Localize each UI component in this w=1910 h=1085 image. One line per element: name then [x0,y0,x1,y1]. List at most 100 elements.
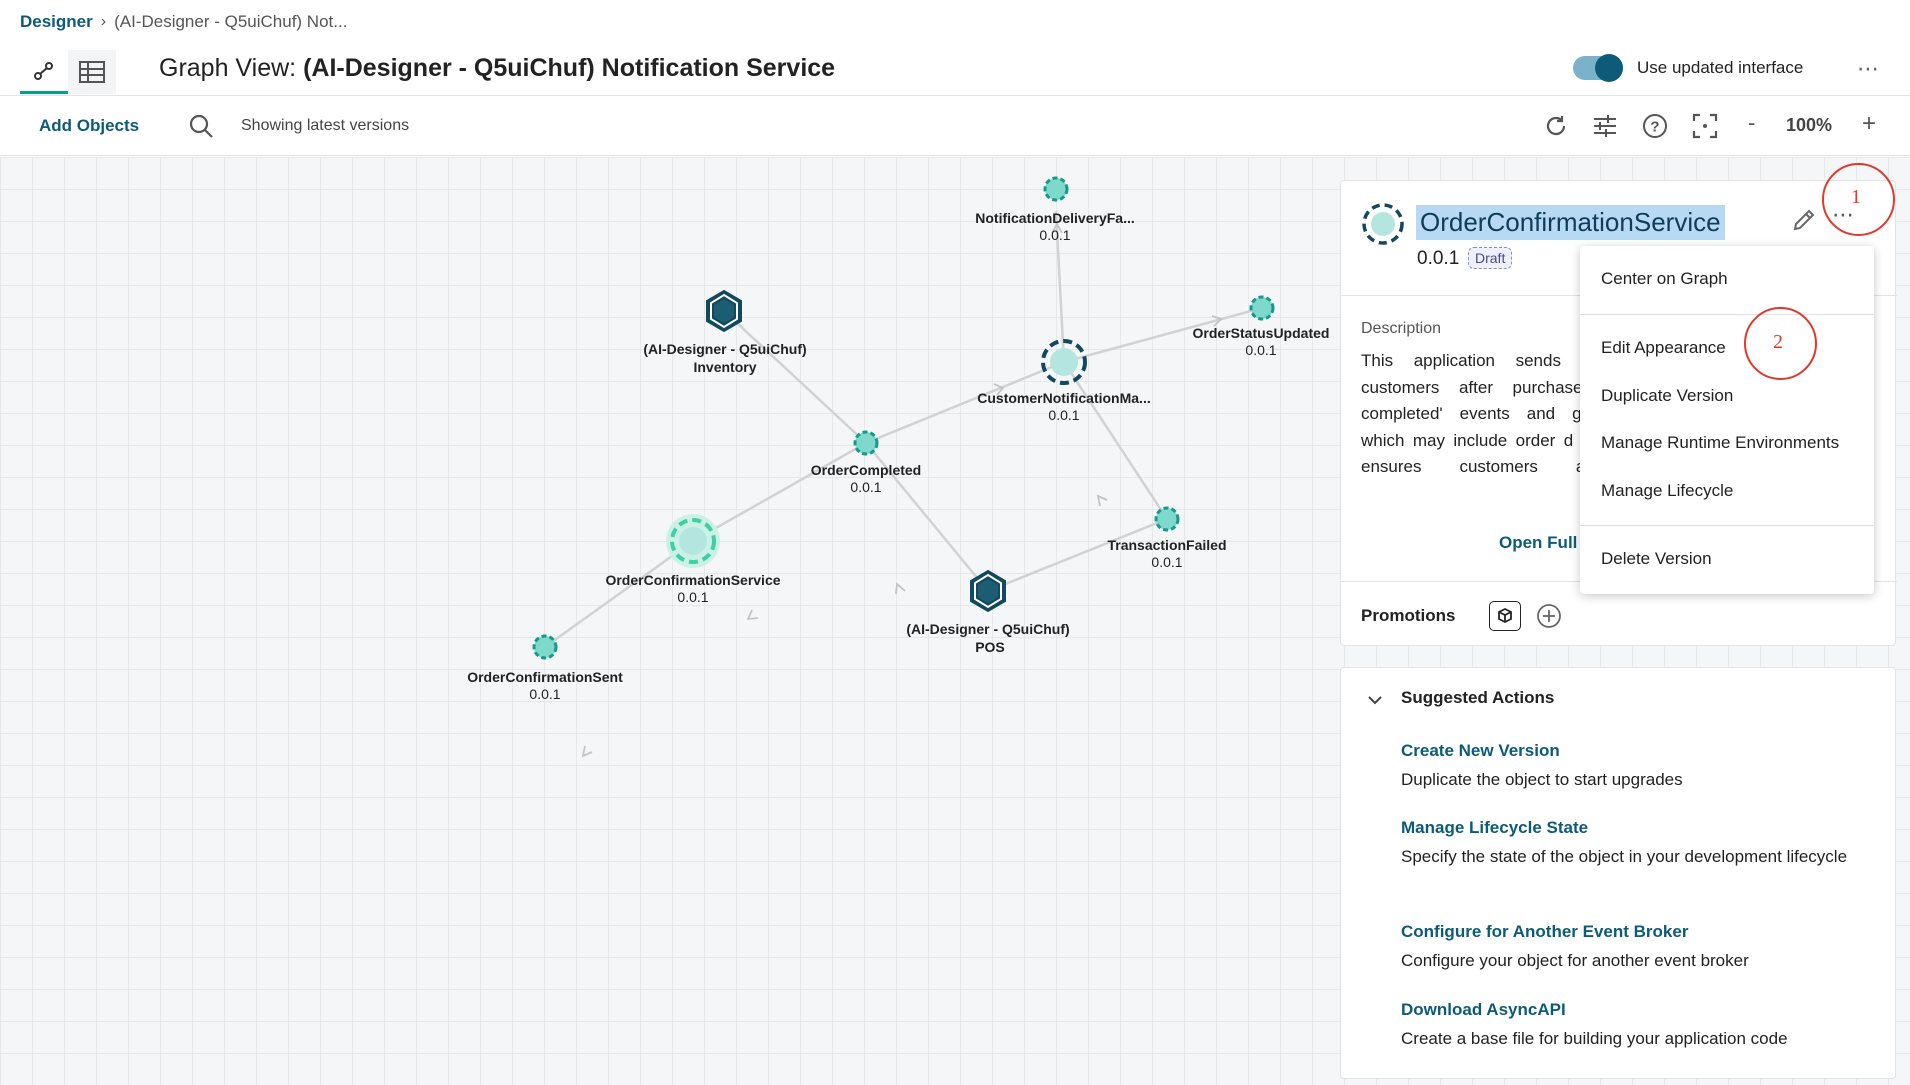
add-objects-button[interactable]: Add Objects [39,116,140,135]
page-title-name: (AI-Designer - Q5uiChuf) Notification Se… [303,54,836,82]
node-label: OrderConfirmationService [605,572,780,588]
node-customer-notification-manager[interactable]: CustomerNotificationMa... 0.0.1 [977,339,1151,423]
node-label: OrderCompleted [811,462,921,478]
fit-to-screen-icon[interactable] [1692,113,1718,139]
breadcrumb-designer-link[interactable]: Designer [20,12,93,31]
edge-n5-n4 [865,360,1065,445]
action-description: Create a base file for building your app… [1401,1029,1788,1048]
node-version: 0.0.1 [1039,227,1070,243]
edge-n8-n5 [865,442,989,592]
node-label-line1: (AI-Designer - Q5uiChuf) [906,621,1069,637]
page-title: Graph View: (AI-Designer - Q5uiChuf) Not… [159,54,835,83]
edge-arrowhead [1211,315,1223,327]
annotation-number-1: 1 [1851,186,1861,208]
edge-n2-n5 [723,310,867,444]
graph-icon [34,61,53,80]
tab-graph-view[interactable] [20,50,68,94]
page-title-prefix: Graph View: [159,54,297,82]
node-transaction-failed[interactable]: TransactionFailed 0.0.1 [1107,506,1227,570]
object-version: 0.0.1 [1417,248,1460,269]
zoom-in-button[interactable]: + [1862,110,1877,137]
node-version: 0.0.1 [1245,342,1276,358]
node-version: 0.0.1 [1048,407,1079,423]
node-notification-delivery-failed[interactable]: NotificationDeliveryFa... 0.0.1 [975,176,1135,243]
edge-arrowhead [895,582,906,595]
edge-n8-n7 [987,517,1168,593]
help-icon[interactable]: ? [1642,113,1668,139]
zoom-level: 100% [1786,115,1833,135]
action-manage-lifecycle-state[interactable]: Manage Lifecycle State [1401,818,1589,837]
action-download-asyncapi[interactable]: Download AsyncAPI [1401,1000,1566,1019]
action-configure-event-broker[interactable]: Configure for Another Event Broker [1401,922,1689,941]
node-order-confirmation-sent[interactable]: OrderConfirmationSent 0.0.1 [467,634,623,702]
edge-arrowhead [1051,222,1063,234]
node-inventory-application-domain[interactable]: (AI-Designer - Q5uiChuf) Inventory [643,289,807,375]
node-label-line2: POS [975,639,1005,655]
menu-divider [1580,525,1874,526]
node-label: NotificationDeliveryFa... [975,210,1134,226]
edge-arrowhead [1096,494,1108,507]
action-description: Duplicate the object to start upgrades [1401,770,1683,789]
menu-item-delete-version[interactable]: Delete Version [1601,549,1712,568]
action-description: Specify the state of the object in your … [1401,847,1848,866]
node-order-completed[interactable]: OrderCompleted 0.0.1 [811,430,921,495]
edge-arrowhead [993,383,1005,396]
node-label: OrderStatusUpdated [1193,325,1330,341]
view-tabs [20,50,116,94]
chevron-down-icon[interactable] [1365,690,1385,710]
annotation-number-2: 2 [1773,331,1783,353]
promotion-environment-button[interactable] [1489,601,1521,631]
toggle-switch[interactable] [1573,54,1623,82]
svg-text:?: ? [1650,119,1659,136]
add-promotion-icon[interactable] [1536,603,1562,629]
refresh-icon[interactable] [1543,113,1569,139]
status-badge: Draft [1468,247,1513,269]
node-version: 0.0.1 [677,589,708,605]
table-icon [79,61,105,83]
top-bar: Designer › (AI-Designer - Q5uiChuf) Not.… [0,0,1910,96]
node-pos-application-domain[interactable]: (AI-Designer - Q5uiChuf) POS [906,569,1070,655]
menu-item-manage-lifecycle[interactable]: Manage Lifecycle [1601,481,1734,500]
edge-n5-n6 [692,441,867,543]
breadcrumb-current: (AI-Designer - Q5uiChuf) Not... [114,12,348,31]
description-label: Description [1361,320,1442,337]
graph-diagram: NotificationDeliveryFa... 0.0.1 (AI-Desi… [467,176,1330,758]
object-actions-menu: Center on Graph Edit Appearance Duplicat… [1580,246,1874,594]
edge-n4-n3 [1063,306,1263,364]
suggested-actions-panel: Suggested Actions Create New Version Dup… [1340,667,1896,1079]
node-version: 0.0.1 [529,686,560,702]
toggle-label: Use updated interface [1637,58,1804,77]
menu-divider [1580,314,1874,315]
application-icon [1362,203,1404,245]
node-label-line2: Inventory [693,359,756,375]
graph-toolbar: Add Objects Showing latest versions ? [0,96,1910,156]
open-full-link[interactable]: Open Full [1499,533,1578,552]
annotation-circle-2 [1744,307,1817,380]
edge-arrowhead [746,609,759,621]
edit-pencil-icon[interactable] [1791,207,1817,233]
interface-toggle[interactable]: Use updated interface [1573,54,1804,82]
tab-table-view[interactable] [68,50,116,94]
node-version: 0.0.1 [850,479,881,495]
menu-item-duplicate-version[interactable]: Duplicate Version [1601,386,1734,405]
node-order-status-updated[interactable]: OrderStatusUpdated 0.0.1 [1193,295,1330,358]
cube-icon [1498,607,1512,624]
more-options-icon[interactable]: ⋯ [1857,56,1880,81]
node-version: 0.0.1 [1151,554,1182,570]
edge-n4-n1 [1054,210,1066,363]
node-label: TransactionFailed [1107,537,1226,553]
object-name[interactable]: OrderConfirmationService [1416,205,1725,240]
action-create-new-version[interactable]: Create New Version [1401,741,1560,760]
annotation-circle-1 [1822,163,1895,236]
breadcrumb: Designer › (AI-Designer - Q5uiChuf) Not.… [20,12,347,32]
search-icon[interactable] [188,113,214,139]
version-filter-text: Showing latest versions [241,117,410,134]
filter-sliders-icon[interactable] [1592,113,1618,139]
menu-item-manage-runtime-environments[interactable]: Manage Runtime Environments [1601,433,1840,452]
menu-item-edit-appearance[interactable]: Edit Appearance [1601,338,1726,357]
zoom-out-button[interactable]: - [1748,110,1756,135]
node-order-confirmation-service-selected[interactable]: OrderConfirmationService 0.0.1 [605,514,781,605]
node-label-line1: (AI-Designer - Q5uiChuf) [643,341,806,357]
suggested-actions-title: Suggested Actions [1401,688,1555,707]
menu-item-center-on-graph[interactable]: Center on Graph [1601,269,1728,288]
